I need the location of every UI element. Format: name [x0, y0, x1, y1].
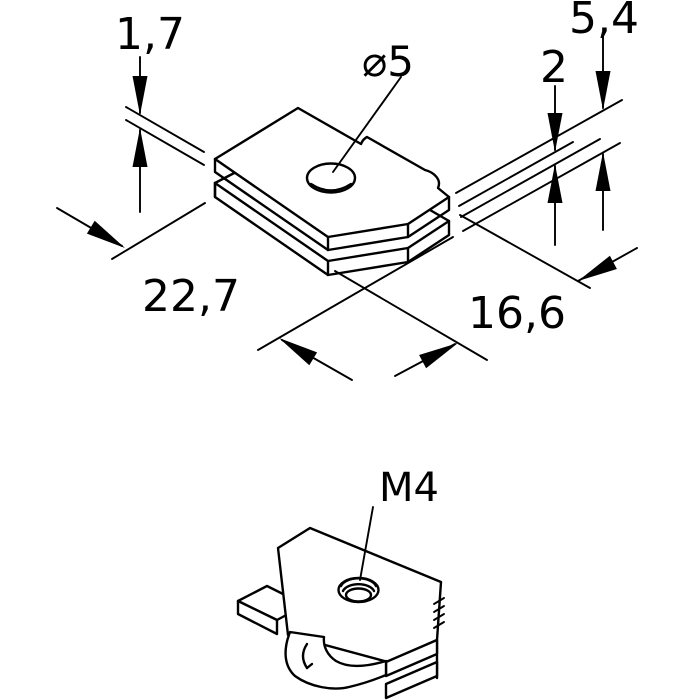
- dimension-label-thickness: 1,7: [115, 9, 185, 60]
- arrow-icon: [419, 343, 458, 369]
- dimension-total-height: 5,4: [569, 0, 639, 231]
- arrow-icon: [578, 255, 617, 281]
- bottom-view: M4: [236, 465, 445, 700]
- arrow-icon: [279, 338, 318, 366]
- dimension-gap: 2: [455, 42, 623, 246]
- hole-top: [305, 162, 357, 194]
- arrow-icon: [86, 220, 125, 248]
- hole-threaded: [337, 576, 380, 604]
- dimension-length: 22,7: [56, 202, 454, 381]
- arrow-down-icon: [595, 71, 611, 110]
- dimension-label-total-height: 5,4: [569, 0, 639, 44]
- dimension-width: 16,6: [334, 214, 638, 377]
- dimension-hole-diameter: ⌀5: [332, 37, 414, 173]
- spring-hook: [284, 630, 388, 690]
- dimension-label-thread: M4: [379, 465, 439, 511]
- arrow-down-icon: [132, 76, 148, 115]
- nut-bottom-isometric: [236, 526, 445, 700]
- dimension-label-hole-diameter: ⌀5: [362, 37, 414, 86]
- arrow-up-icon: [547, 164, 563, 203]
- dimension-label-length: 22,7: [142, 271, 240, 322]
- top-view: 1,7 ⌀5 2 5,4: [56, 0, 639, 381]
- dimension-thread: M4: [359, 465, 439, 581]
- nut-top-isometric: [213, 106, 451, 277]
- edge-hatch-ticks: [433, 597, 445, 629]
- arrow-up-icon: [132, 128, 148, 167]
- top-plate: [213, 106, 451, 252]
- front-plate-bands: [384, 638, 439, 700]
- arrow-up-icon: [595, 152, 611, 191]
- arrow-down-icon: [547, 113, 563, 152]
- dimension-label-gap: 2: [540, 42, 568, 93]
- dimension-label-width: 16,6: [468, 288, 566, 339]
- dimension-plate-thickness: 1,7: [115, 9, 205, 213]
